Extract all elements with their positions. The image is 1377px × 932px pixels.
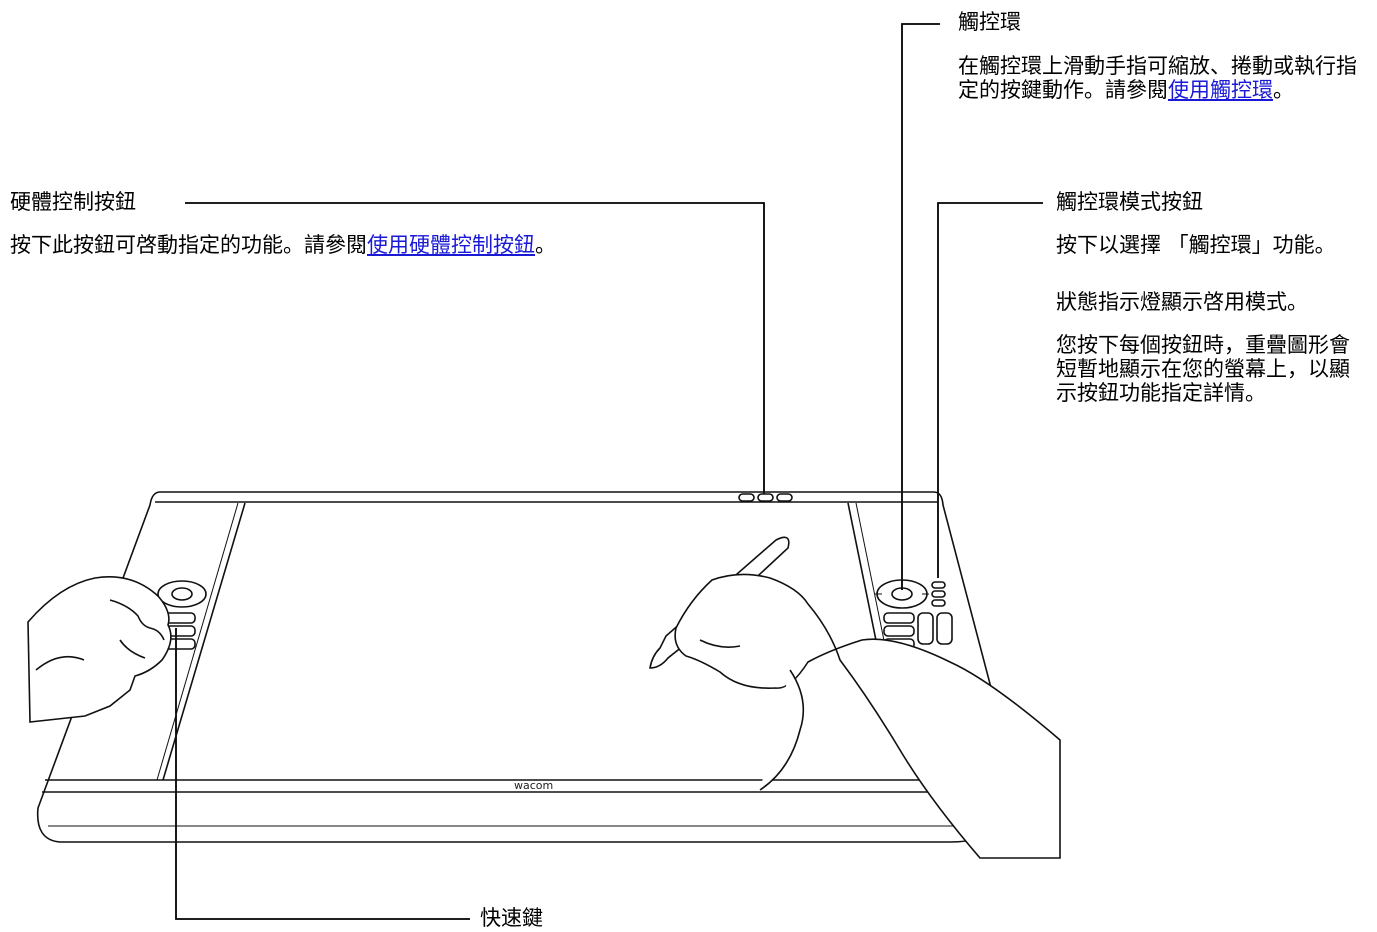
hardware-button-link[interactable]: 使用硬體控制按鈕 (367, 233, 535, 257)
touch-ring-link[interactable]: 使用觸控環 (1168, 78, 1273, 102)
mode-button-title: 觸控環模式按鈕 (1056, 190, 1203, 214)
touch-ring-leader (901, 23, 940, 590)
right-hand-with-pen (649, 536, 1061, 859)
callout-lines (175, 23, 1043, 920)
hardware-button-leader (185, 202, 765, 494)
touch-ring-desc-text: 在觸控環上滑動手指可縮放、捲動或執行指定的按鍵動作。請參閱 (958, 54, 1357, 102)
left-hand (27, 576, 172, 723)
mode-button-para-2: 狀態指示燈顯示啓用模式。 (1056, 290, 1308, 314)
hardware-button-description: 按下此按鈕可啓動指定的功能。請參閱使用硬體控制按鈕。 (10, 233, 600, 257)
mode-button-para-1: 按下以選擇 「觸控環」功能。 (1056, 233, 1336, 257)
hardware-button-title: 硬體控制按鈕 (10, 190, 136, 214)
hardware-button-desc-text: 按下此按鈕可啓動指定的功能。請參閱 (10, 233, 367, 257)
touch-ring-title: 觸控環 (958, 10, 1021, 34)
mode-button-para-3: 您按下每個按鈕時，重疊圖形會短暫地顯示在您的螢幕上，以顯示按鈕功能指定詳情。 (1056, 333, 1350, 405)
touch-ring-description: 在觸控環上滑動手指可縮放、捲動或執行指定的按鍵動作。請參閱使用觸控環。 (958, 54, 1363, 102)
touch-ring-desc-end: 。 (1273, 78, 1294, 102)
express-keys-title: 快速鍵 (480, 906, 543, 930)
tablet-body: wacom (36, 491, 1016, 843)
express-keys-leader (175, 628, 470, 920)
hardware-button-desc-end: 。 (535, 233, 556, 257)
mode-button-leader (937, 202, 1043, 578)
brand-logo: wacom (514, 779, 553, 792)
